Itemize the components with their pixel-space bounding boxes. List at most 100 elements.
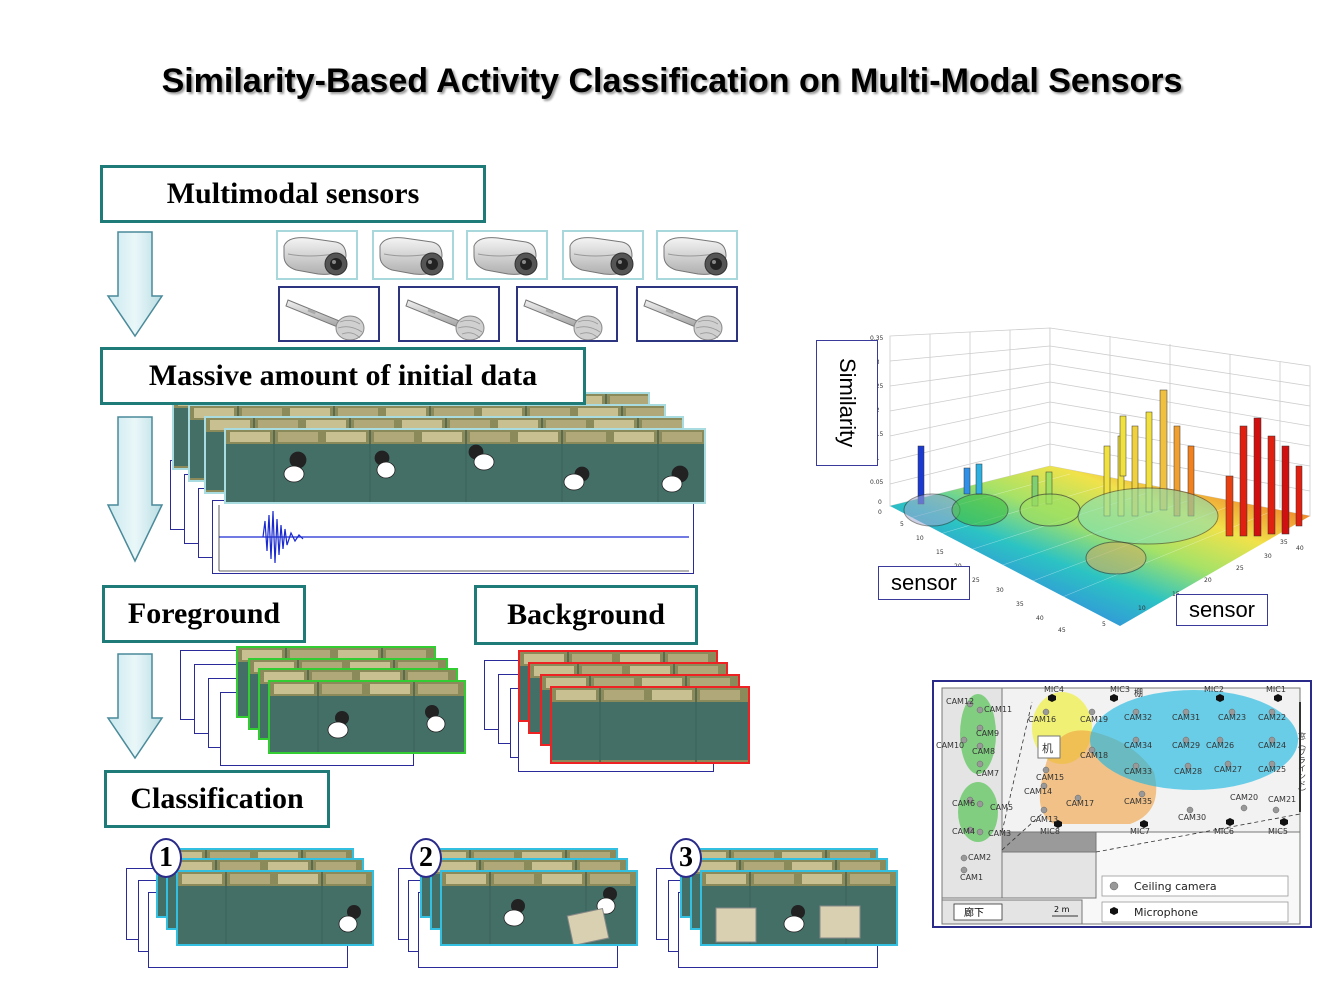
cam-label: CAM29: [1172, 741, 1200, 750]
microphone-2: [398, 286, 500, 342]
cam-label: CAM23: [1218, 713, 1246, 722]
background-label: Background: [474, 585, 698, 645]
down-arrow-1: [106, 231, 164, 338]
cam-label: CAM31: [1172, 713, 1200, 722]
y-tick: 0: [878, 509, 882, 516]
initial-data-text: Massive amount of initial data: [148, 359, 538, 392]
class3-frame-front: [700, 870, 898, 946]
mic-label: MIC3: [1110, 685, 1130, 694]
x-tick: 30: [1264, 553, 1272, 560]
down-arrow-3: [106, 653, 164, 760]
cam-label: CAM8: [972, 747, 995, 756]
cam-label: CAM24: [1258, 741, 1286, 750]
microphone-4: [636, 286, 738, 342]
cam-label: CAM17: [1066, 799, 1094, 808]
x-tick: 25: [1236, 565, 1244, 572]
x-tick: 15: [1172, 591, 1180, 598]
y-tick: 35: [1016, 601, 1024, 608]
microphone-icon: [643, 299, 723, 341]
camera-icon: [569, 237, 634, 276]
foreground-label: Foreground: [102, 585, 306, 643]
cam-label: CAM25: [1258, 765, 1286, 774]
sensor-axis-label-right: sensor: [1176, 594, 1268, 626]
class-2-number: 2: [419, 842, 433, 873]
cam-label: CAM6: [952, 799, 975, 808]
microphone-1: [278, 286, 380, 342]
cam-label: CAM5: [990, 803, 1013, 812]
cam-label: CAM2: [968, 853, 991, 862]
cam-label: CAM28: [1174, 767, 1202, 776]
cam-label: CAM27: [1214, 765, 1242, 774]
classification-label: Classification: [104, 770, 330, 828]
camera-icon: [283, 237, 348, 276]
camera-icon: [663, 237, 728, 276]
initial-data-label: Massive amount of initial data: [100, 347, 586, 405]
mic-label: MIC7: [1130, 827, 1150, 836]
classification-text: Classification: [130, 782, 304, 815]
microphone-icon: [285, 299, 365, 341]
multimodal-sensors-label: Multimodal sensors: [100, 165, 486, 223]
cam-label: CAM30: [1178, 813, 1206, 822]
cam-label: CAM7: [976, 769, 999, 778]
cam-label: CAM3: [988, 829, 1011, 838]
z-tick: 0.35: [870, 335, 884, 342]
z-tick: 0: [878, 499, 882, 506]
mic-label: MIC2: [1204, 685, 1224, 694]
x-tick: 10: [1138, 605, 1146, 612]
microphone-icon: [405, 299, 485, 341]
desk-label: 机: [1042, 741, 1053, 755]
y-tick: 10: [916, 535, 924, 542]
cam-label: CAM18: [1080, 751, 1108, 760]
camera-2: [372, 230, 454, 280]
camera-3: [466, 230, 548, 280]
y-tick: 45: [1058, 627, 1066, 634]
sensor-axis-label-left: sensor: [878, 566, 970, 600]
class-3-number: 3: [679, 842, 693, 873]
window-label: 窓（ブラインド）: [1298, 731, 1307, 796]
y-tick: 40: [1036, 615, 1044, 622]
x-tick: 40: [1296, 545, 1304, 552]
fg-frame-front: [268, 680, 466, 754]
cam-label: CAM35: [1124, 797, 1152, 806]
cam-label: CAM9: [976, 729, 999, 738]
cam-label: CAM34: [1124, 741, 1152, 750]
audio-waveform: [218, 505, 689, 572]
legend-ceiling-camera: Ceiling camera: [1134, 880, 1217, 893]
similarity-axis-label: Similarity: [816, 340, 878, 466]
cam-label: CAM10: [936, 741, 964, 750]
x-tick: 20: [1204, 577, 1212, 584]
video-frame-front: [224, 428, 706, 504]
x-tick: 5: [1102, 621, 1106, 628]
mic-label: MIC6: [1214, 827, 1234, 836]
class-3-badge: 3: [670, 838, 702, 878]
camera-dots: [960, 700, 1280, 874]
cam-label: CAM26: [1206, 741, 1234, 750]
cam-label: CAM16: [1028, 715, 1056, 724]
cam-label: CAM20: [1230, 793, 1258, 802]
similarity-plot: 0.35 0.3 0.25 0.2 0.15 0.1 0.05 0 0 5 10…: [820, 326, 1324, 638]
cam-label: CAM12: [946, 697, 974, 706]
camera-4: [562, 230, 644, 280]
cam-label: CAM14: [1024, 787, 1052, 796]
page-title: Similarity-Based Activity Classification…: [161, 62, 1183, 100]
mic-label: MIC8: [1040, 827, 1060, 836]
class-1-badge: 1: [150, 838, 182, 878]
y-tick: 5: [900, 521, 904, 528]
background-text: Background: [507, 598, 665, 631]
cam-label: CAM22: [1258, 713, 1286, 722]
cam-label: CAM4: [952, 827, 975, 836]
down-arrow-2: [106, 416, 164, 563]
class2-frame-front: [440, 870, 638, 946]
camera-1: [276, 230, 358, 280]
cam-label: CAM21: [1268, 795, 1296, 804]
audio-waveform-plot: [212, 500, 694, 574]
legend-microphone: Microphone: [1134, 906, 1198, 919]
microphone-markers: [1048, 694, 1288, 828]
cam-label: CAM19: [1080, 715, 1108, 724]
cam-label: CAM33: [1124, 767, 1152, 776]
microphone-3: [516, 286, 618, 342]
scale-label: 2 m: [1054, 905, 1070, 914]
class-2-badge: 2: [410, 838, 442, 878]
cam-label: CAM15: [1036, 773, 1064, 782]
sensor-axis-text-left: sensor: [890, 570, 958, 595]
